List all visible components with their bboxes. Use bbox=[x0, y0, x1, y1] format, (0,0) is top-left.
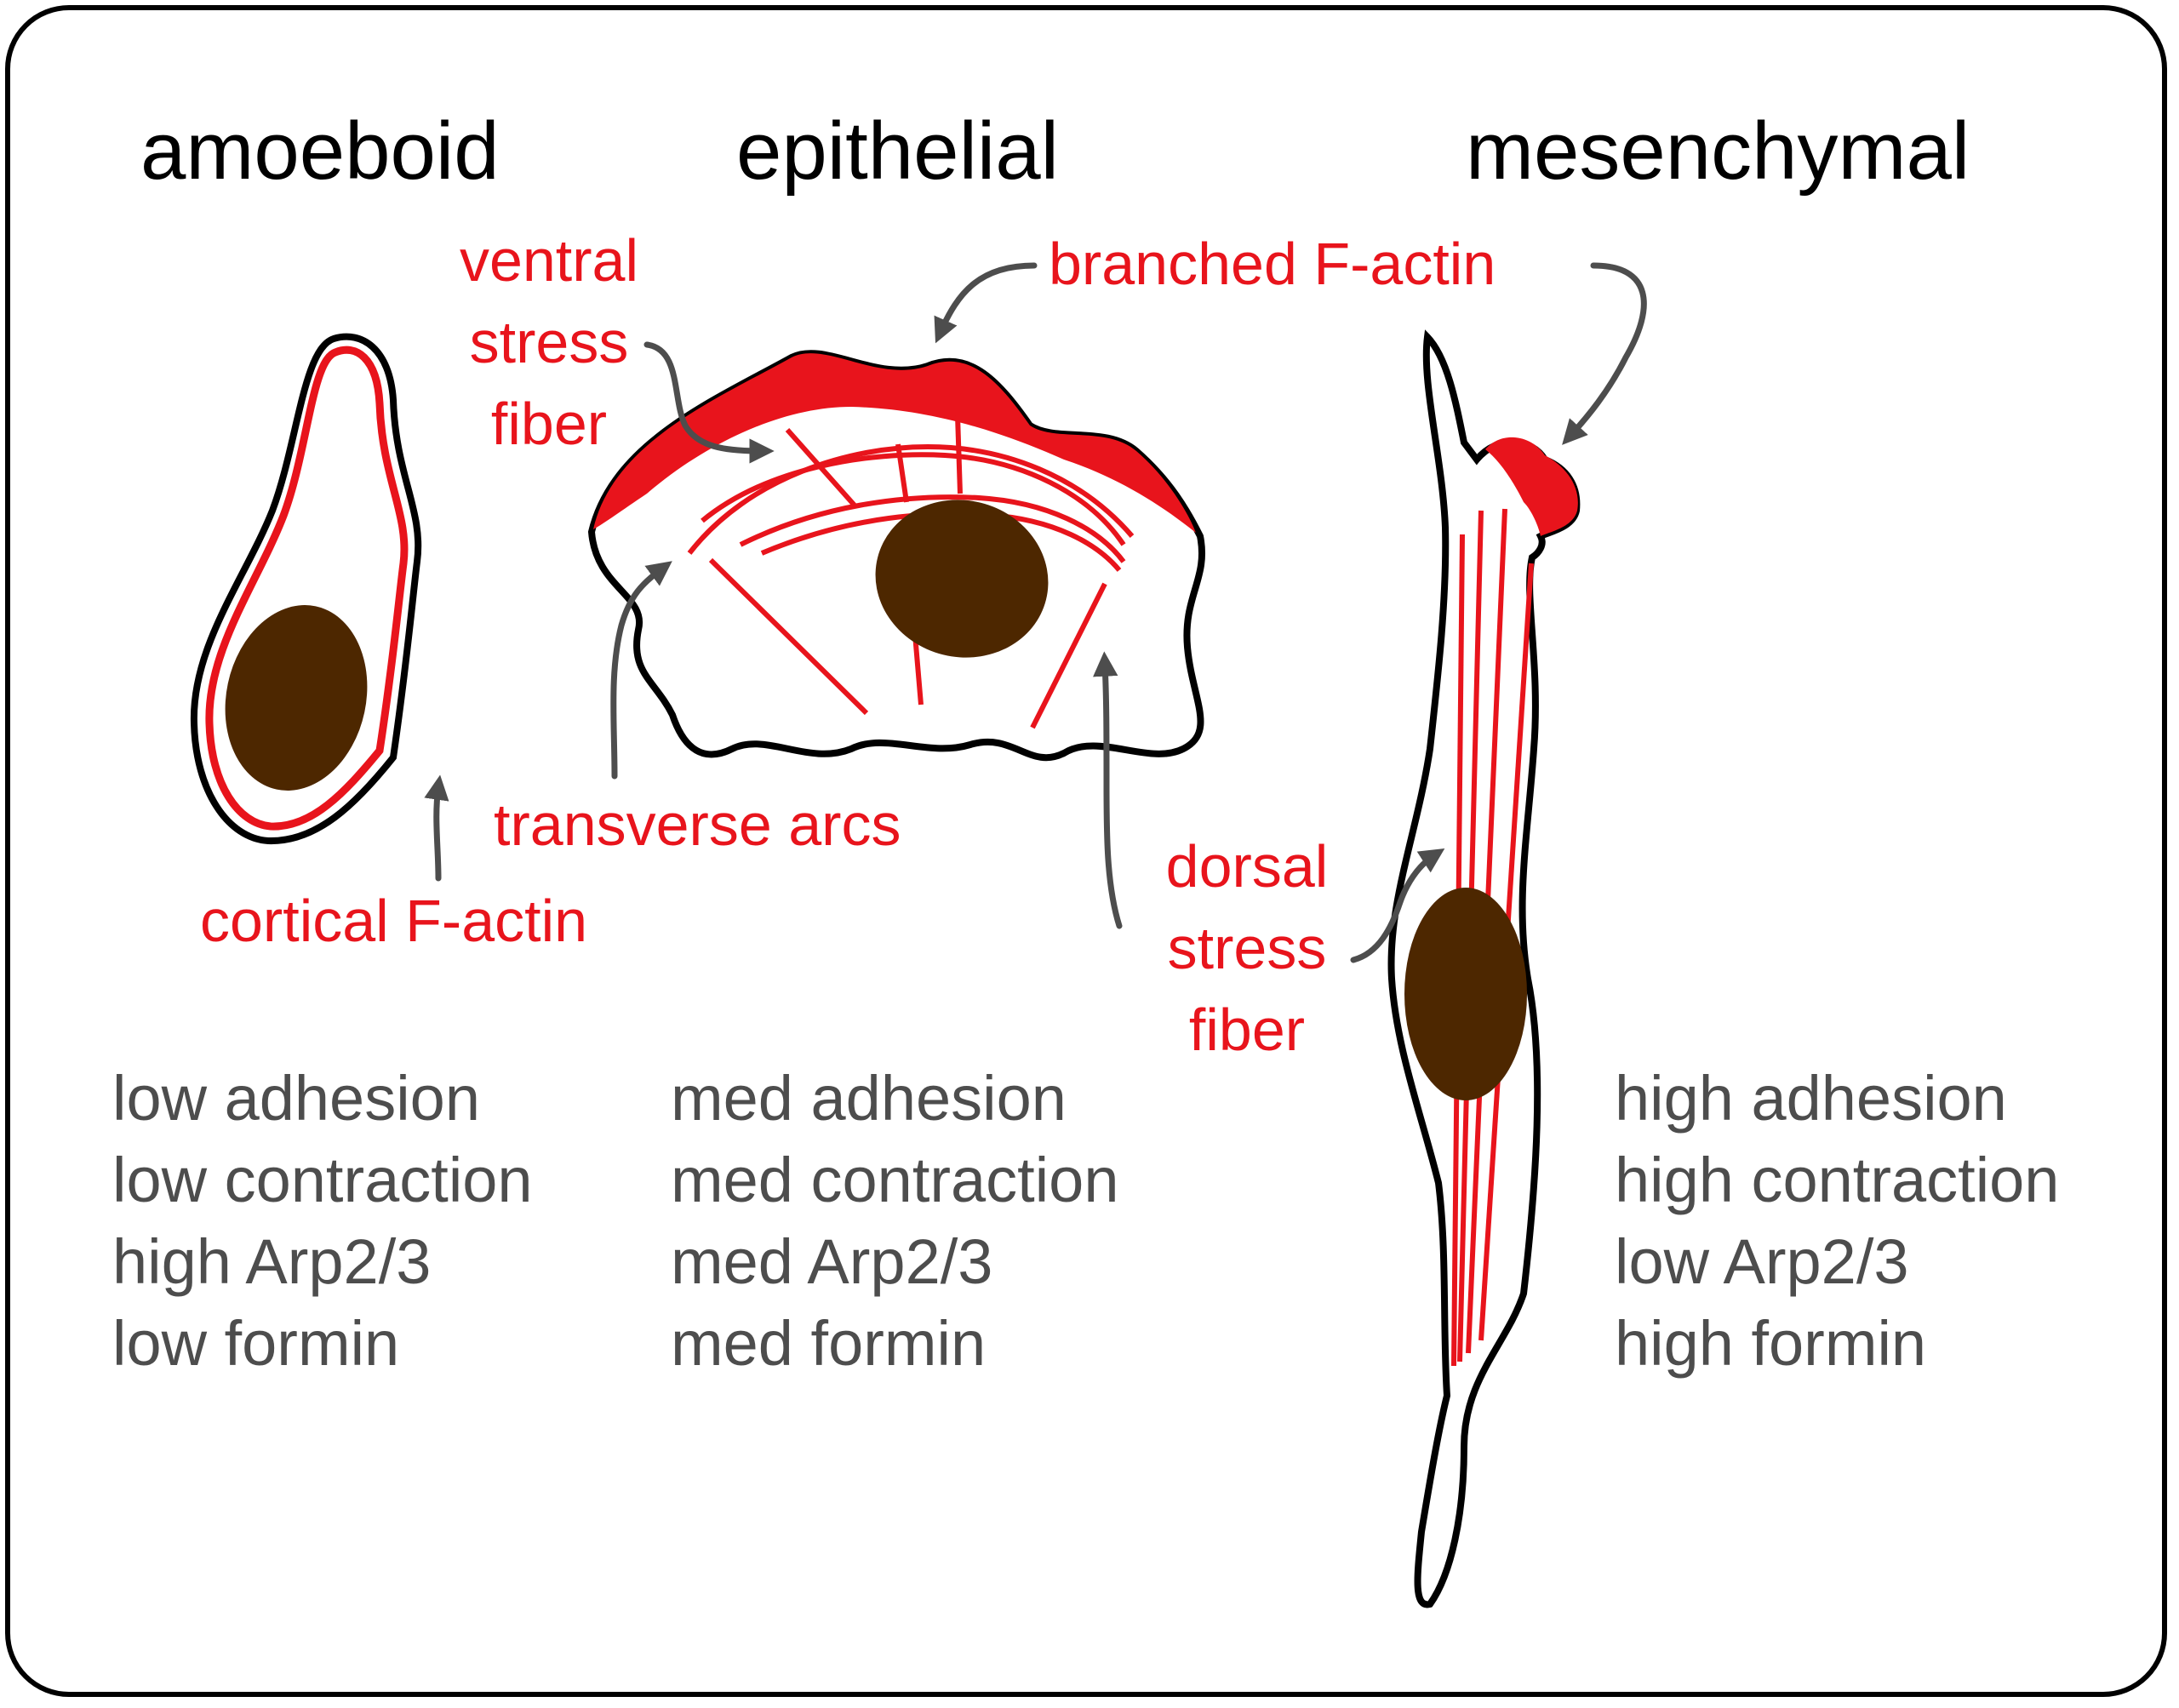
property-item: low formin bbox=[112, 1308, 400, 1379]
property-item: high formin bbox=[1615, 1308, 1927, 1379]
branched-f-actin-rim bbox=[593, 353, 1196, 533]
property-item: high adhesion bbox=[1615, 1063, 2007, 1134]
title-epithelial: epithelial bbox=[736, 106, 1059, 197]
property-item: med adhesion bbox=[671, 1063, 1067, 1134]
property-item: med Arp2/3 bbox=[671, 1226, 993, 1297]
title-amoeboid: amoeboid bbox=[140, 106, 500, 197]
property-item: low contraction bbox=[112, 1145, 533, 1215]
property-item: med formin bbox=[671, 1308, 987, 1379]
arrow-dorsal-stress-fiber-epithelial bbox=[1093, 651, 1123, 929]
property-item: high Arp2/3 bbox=[112, 1226, 432, 1297]
property-item: med contraction bbox=[671, 1145, 1119, 1215]
property-item: low Arp2/3 bbox=[1615, 1226, 1909, 1297]
arrow-branched-f-actin-epithelial bbox=[934, 262, 1038, 344]
epithelial-lamella bbox=[681, 433, 1175, 545]
arrow-dorsal-stress-fiber-mesenchymal bbox=[1350, 848, 1445, 963]
title-mesenchymal: mesenchymal bbox=[1466, 106, 1970, 197]
property-item: high contraction bbox=[1615, 1145, 2060, 1215]
arrow-transverse-arcs bbox=[610, 561, 672, 780]
label-transverse-arcs: transverse arcs bbox=[494, 791, 901, 858]
arrow-cortical-f-actin bbox=[424, 774, 449, 882]
epithelial-cell bbox=[587, 350, 1206, 762]
label-branched-f-actin: branched F-actin bbox=[1049, 231, 1496, 297]
diagram-frame bbox=[5, 5, 2167, 1697]
mesenchymal-cell bbox=[1387, 329, 1581, 1608]
epithelial-nucleus bbox=[875, 500, 1049, 658]
mesenchymal-nucleus bbox=[1404, 888, 1527, 1100]
label-dorsal-stress-fiber: dorsal stress fiber bbox=[1165, 833, 1329, 1063]
amoeboid-nucleus bbox=[225, 605, 368, 791]
properties-amoeboid: low adhesion low contraction high Arp2/3… bbox=[112, 1058, 533, 1385]
callout-arrows bbox=[424, 262, 1647, 963]
properties-epithelial: med adhesion med contraction med Arp2/3 … bbox=[671, 1058, 1119, 1385]
label-cortical-f-actin: cortical F-actin bbox=[200, 888, 588, 954]
property-item: low adhesion bbox=[112, 1063, 480, 1134]
amoeboid-cell bbox=[190, 333, 422, 845]
mesenchymal-branched-actin bbox=[1485, 437, 1578, 536]
label-ventral-stress-fiber: ventral stress fiber bbox=[459, 227, 639, 457]
properties-mesenchymal: high adhesion high contraction low Arp2/… bbox=[1615, 1058, 2059, 1385]
arrow-ventral-stress-fiber bbox=[643, 341, 775, 464]
arrow-branched-f-actin-mesenchymal bbox=[1562, 262, 1647, 445]
ventral-stress-fibers bbox=[785, 414, 963, 508]
cortical-f-actin-layer bbox=[205, 346, 409, 831]
